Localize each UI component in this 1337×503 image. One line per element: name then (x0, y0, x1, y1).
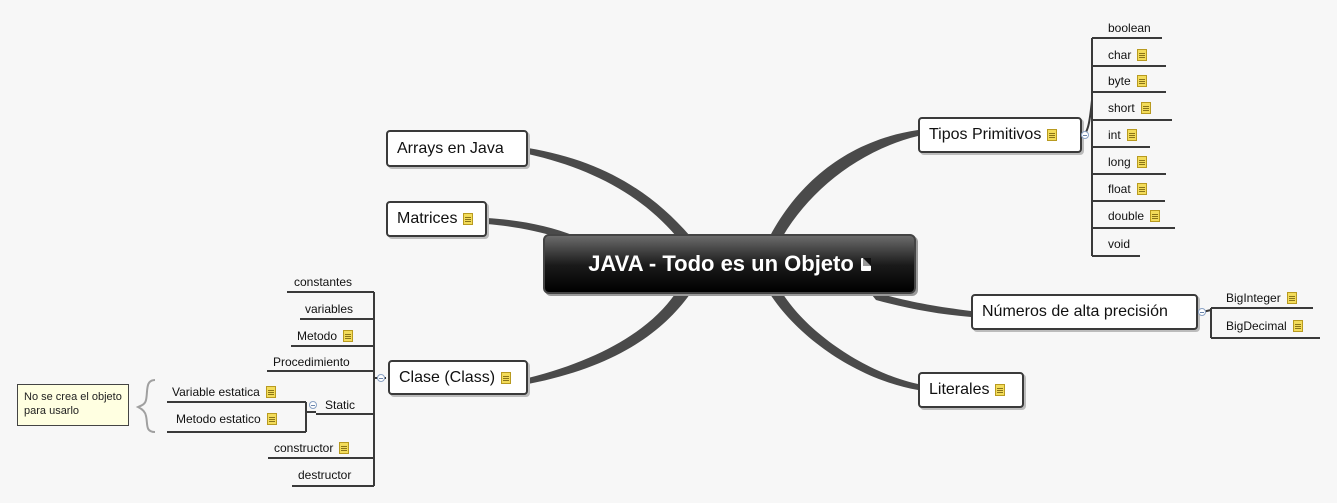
main-branches (487, 130, 971, 390)
subtopic-metodo-estatico[interactable]: Metodo estatico (176, 411, 277, 427)
document-icon (860, 257, 871, 271)
note-icon (265, 386, 276, 398)
subtopic-variables[interactable]: variables (305, 301, 353, 317)
subtopic-biginteger[interactable]: BigInteger (1226, 290, 1297, 306)
note-icon (1047, 129, 1058, 141)
note-icon (1126, 129, 1137, 141)
callout-text: No se crea el objeto para usarlo (24, 391, 122, 417)
note-icon (463, 213, 474, 225)
topic-clase-label: Clase (Class) (399, 368, 496, 386)
topic-literales[interactable]: Literales (918, 372, 1024, 408)
subtopic-label: Procedimiento (273, 355, 350, 369)
note-icon (1136, 75, 1147, 87)
note-icon (1286, 292, 1297, 304)
subtopic-label: float (1108, 182, 1131, 196)
subtopic-boolean[interactable]: boolean (1108, 20, 1151, 36)
collapse-toggle-icon[interactable] (309, 401, 317, 409)
subtopic-short[interactable]: short (1108, 100, 1151, 116)
subtopic-label: boolean (1108, 21, 1151, 35)
subtopic-label: double (1108, 209, 1145, 223)
subtopic-int[interactable]: int (1108, 127, 1137, 143)
subtopic-bigdecimal[interactable]: BigDecimal (1226, 318, 1303, 334)
topic-matrices[interactable]: Matrices (386, 201, 487, 237)
note-icon (1292, 320, 1303, 332)
subtopic-label: byte (1108, 74, 1131, 88)
note-icon (339, 442, 350, 454)
subtopic-procedimiento[interactable]: Procedimiento (273, 354, 350, 370)
subtopic-char[interactable]: char (1108, 47, 1148, 63)
subtopic-label: void (1108, 237, 1131, 251)
subtopic-static[interactable]: Static (325, 397, 355, 413)
topic-numeros-label: Números de alta precisión (982, 303, 1168, 320)
subtopic-double[interactable]: double (1108, 208, 1161, 224)
subtopic-metodo[interactable]: Metodo (297, 328, 354, 344)
note-icon (1137, 49, 1148, 61)
topic-tipos-label: Tipos Primitivos (929, 126, 1042, 143)
note-icon (1150, 210, 1161, 222)
note-icon (1140, 102, 1151, 114)
subtopic-long[interactable]: long (1108, 154, 1147, 170)
branch-matrices (487, 218, 575, 238)
summary-callout[interactable]: No se crea el objeto para usarlo (17, 384, 129, 426)
subtopic-label: BigInteger (1226, 291, 1281, 305)
branch-numeros (868, 290, 971, 317)
subtopic-label: Metodo (297, 329, 338, 343)
note-icon (266, 413, 277, 425)
central-topic[interactable]: JAVA - Todo es un Objeto (543, 234, 916, 294)
subtopic-byte[interactable]: byte (1108, 73, 1147, 89)
subtopic-label: BigDecimal (1226, 319, 1287, 333)
branch-literales (770, 294, 918, 390)
subtopic-variable-estatica[interactable]: Variable estatica (172, 384, 276, 400)
note-icon (501, 371, 512, 384)
subtopic-void[interactable]: void (1108, 236, 1130, 252)
topic-tipos-primitivos[interactable]: Tipos Primitivos (918, 117, 1082, 153)
topic-numeros[interactable]: Números de alta precisión (971, 294, 1198, 330)
note-icon (995, 384, 1006, 396)
note-icon (1136, 183, 1147, 195)
collapse-toggle-icon[interactable] (377, 374, 385, 382)
branch-clase (528, 294, 690, 384)
subtopic-label: char (1108, 48, 1132, 62)
subtopic-label: int (1108, 128, 1121, 142)
subtopic-label: Variable estatica (172, 385, 260, 399)
subtopic-label: long (1108, 155, 1131, 169)
branch-tipos (770, 130, 918, 236)
brace-icon (135, 379, 156, 433)
subtopic-label: destructor (298, 468, 352, 482)
topic-arrays[interactable]: Arrays en Java (386, 130, 528, 167)
branch-arrays (528, 148, 690, 236)
subtopic-label: constructor (274, 441, 334, 455)
subtopic-constantes[interactable]: constantes (294, 274, 352, 290)
topic-matrices-label: Matrices (397, 210, 458, 227)
subtopic-label: Metodo estatico (176, 412, 261, 426)
subtopic-destructor[interactable]: destructor (298, 467, 351, 483)
tipos-connector (1081, 99, 1093, 136)
collapse-toggle-icon[interactable] (1198, 308, 1206, 316)
subtopic-label: short (1108, 101, 1135, 115)
sub-branches (167, 37, 1320, 487)
subtopic-constructor[interactable]: constructor (274, 440, 350, 456)
topic-arrays-label: Arrays en Java (397, 139, 504, 157)
central-topic-label: JAVA - Todo es un Objeto (588, 251, 854, 276)
note-icon (343, 330, 354, 342)
note-icon (1136, 156, 1147, 168)
subtopic-label: Static (325, 398, 356, 412)
subtopic-label: variables (305, 302, 354, 316)
topic-literales-label: Literales (929, 381, 990, 398)
subtopic-label: constantes (294, 275, 353, 289)
topic-clase[interactable]: Clase (Class) (388, 360, 528, 395)
subtopic-float[interactable]: float (1108, 181, 1147, 197)
collapse-toggle-icon[interactable] (1081, 131, 1089, 139)
